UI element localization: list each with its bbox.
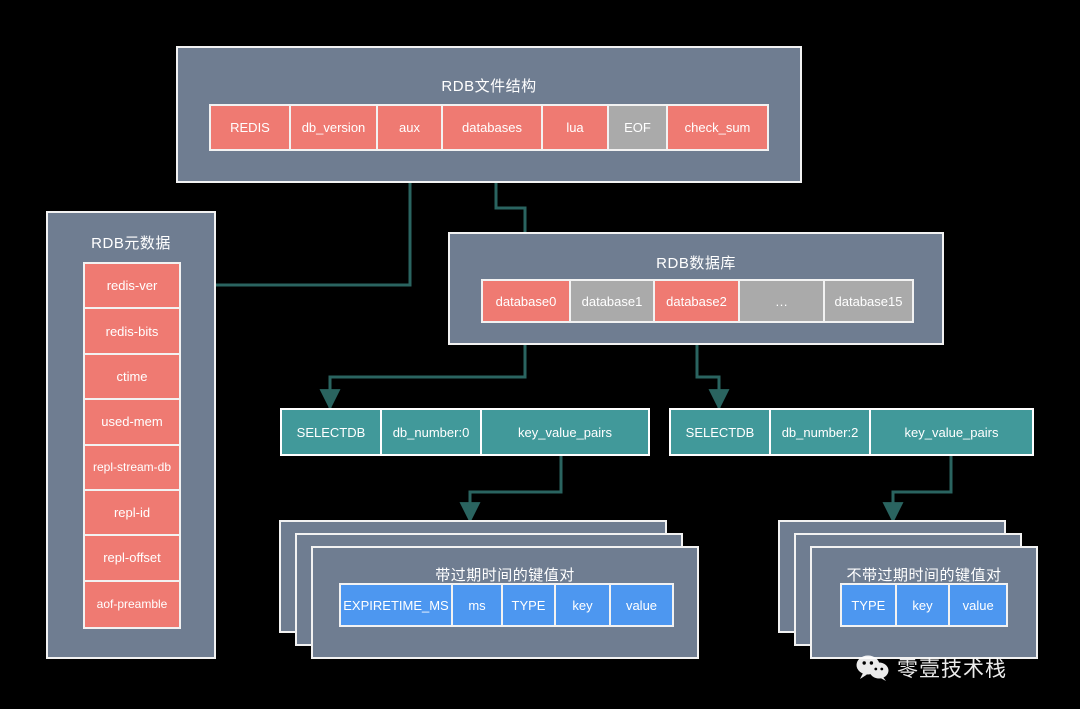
kv-without-expire-cells: TYPE key value (840, 583, 1008, 627)
metadata-item-ctime[interactable]: ctime (85, 354, 179, 401)
cell-database15[interactable]: database15 (825, 281, 912, 321)
cell-check-sum[interactable]: check_sum (668, 106, 767, 149)
metadata-item-repl-stream-db[interactable]: repl-stream-db (85, 445, 179, 491)
selectdb-right-opcode[interactable]: SELECTDB (671, 410, 771, 454)
metadata-item-used-mem[interactable]: used-mem (85, 400, 179, 446)
selectdb-row-left: SELECTDB db_number:0 key_value_pairs (280, 408, 650, 456)
kv-with-expire-cells: EXPIRETIME_MS ms TYPE key value (339, 583, 674, 627)
watermark: 零壹技术栈 (856, 653, 1007, 683)
connector-kvpairs-left-to-expire-card (459, 456, 563, 524)
cell-aux[interactable]: aux (378, 106, 443, 149)
metadata-item-repl-offset[interactable]: repl-offset (85, 536, 179, 582)
metadata-item-aof-preamble[interactable]: aof-preamble (85, 581, 179, 627)
rdb-metadata-items: redis-ver redis-bits ctime used-mem repl… (83, 262, 181, 629)
kv-with-expire-stack: 带过期时间的键值对 EXPIRETIME_MS ms TYPE key valu… (279, 520, 699, 659)
rdb-file-structure-title: RDB文件结构 (441, 78, 537, 95)
cell-key-noexpire[interactable]: key (896, 585, 951, 625)
cell-type-expire[interactable]: TYPE (503, 585, 556, 625)
metadata-item-repl-id[interactable]: repl-id (85, 490, 179, 537)
kv-without-expire-title: 不带过期时间的键值对 (846, 567, 1002, 584)
metadata-item-redis-bits[interactable]: redis-bits (85, 309, 179, 355)
connector-kvpairs-right-to-noexpire-card (882, 456, 953, 524)
selectdb-left-opcode[interactable]: SELECTDB (282, 410, 382, 454)
kv-with-expire-title: 带过期时间的键值对 (435, 567, 575, 584)
rdb-databases-cells: database0 database1 database2 … database… (481, 279, 914, 323)
cell-value-expire[interactable]: value (611, 585, 672, 625)
cell-type-noexpire[interactable]: TYPE (842, 585, 897, 625)
rdb-metadata-title: RDB元数据 (91, 235, 171, 252)
selectdb-left-db-number[interactable]: db_number:0 (382, 410, 482, 454)
cell-database-ellipsis[interactable]: … (740, 281, 825, 321)
metadata-item-redis-ver[interactable]: redis-ver (85, 264, 179, 310)
watermark-text: 零壹技术栈 (897, 657, 1007, 681)
selectdb-left-kv-pairs[interactable]: key_value_pairs (482, 410, 648, 454)
kv-without-expire-stack: 不带过期时间的键值对 TYPE key value (778, 520, 1038, 659)
cell-value-noexpire[interactable]: value (950, 585, 1006, 625)
cell-expiretime-ms[interactable]: EXPIRETIME_MS (341, 585, 453, 625)
selectdb-right-kv-pairs[interactable]: key_value_pairs (871, 410, 1032, 454)
rdb-databases-title: RDB数据库 (656, 255, 736, 272)
cell-lua[interactable]: lua (543, 106, 609, 149)
rdb-file-structure-cells: REDIS db_version aux databases lua EOF c… (209, 104, 769, 151)
cell-key-expire[interactable]: key (556, 585, 611, 625)
selectdb-row-right: SELECTDB db_number:2 key_value_pairs (669, 408, 1034, 456)
cell-databases[interactable]: databases (443, 106, 543, 149)
cell-database2[interactable]: database2 (655, 281, 740, 321)
cell-database0[interactable]: database0 (483, 281, 571, 321)
selectdb-right-db-number[interactable]: db_number:2 (771, 410, 871, 454)
cell-redis[interactable]: REDIS (211, 106, 291, 149)
cell-database1[interactable]: database1 (571, 281, 655, 321)
cell-ms[interactable]: ms (453, 585, 503, 625)
cell-eof[interactable]: EOF (609, 106, 668, 149)
cell-db-version[interactable]: db_version (291, 106, 378, 149)
wechat-icon (856, 655, 889, 681)
